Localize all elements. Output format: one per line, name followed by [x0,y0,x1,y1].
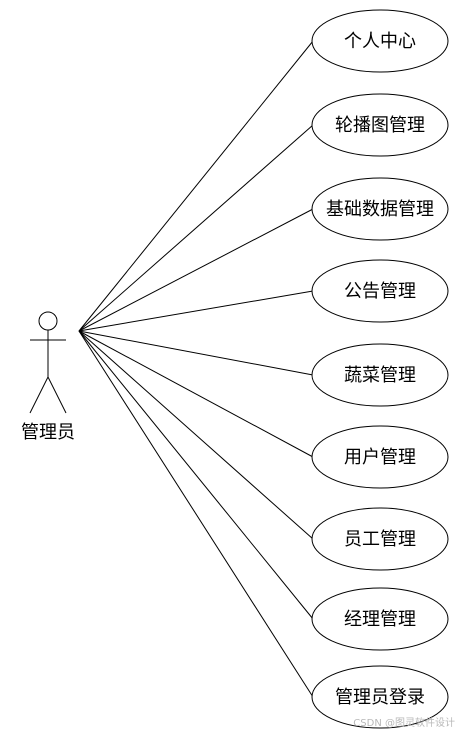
association-line-2 [78,124,314,332]
use-case-label: 员工管理 [344,529,416,550]
use-case-label: 基础数据管理 [326,199,434,220]
use-case-announcement-management[interactable]: 公告管理 [311,259,449,323]
watermark: CSDN @图灵软件设计 [353,716,455,729]
use-case-personal-center[interactable]: 个人中心 [311,9,449,73]
association-line-9 [78,330,314,698]
actor-head [38,311,58,331]
use-case-carousel-management[interactable]: 轮播图管理 [311,93,449,157]
use-case-label: 蔬菜管理 [344,365,416,386]
use-case-vegetable-management[interactable]: 蔬菜管理 [311,343,449,407]
association-lines [78,40,314,698]
use-case-label: 公告管理 [344,281,416,302]
use-case-label: 用户管理 [344,447,416,468]
association-line-3 [78,208,314,332]
use-case-label: 个人中心 [344,31,416,52]
use-case-admin-login[interactable]: 管理员登录 [311,665,449,729]
use-case-label: 轮播图管理 [335,115,425,136]
association-line-8 [78,330,314,620]
actor-label: 管理员 [21,422,75,443]
use-case-employee-management[interactable]: 员工管理 [311,507,449,571]
use-case-manager-management[interactable]: 经理管理 [311,587,449,651]
association-line-1 [78,40,314,332]
actor-left-leg [29,376,49,414]
actor-admin [29,311,67,414]
association-line-5 [78,330,314,376]
use-case-label: 管理员登录 [335,687,425,708]
use-case-user-management[interactable]: 用户管理 [311,425,449,489]
actor-right-leg [47,376,67,414]
use-case-basic-data-management[interactable]: 基础数据管理 [311,177,449,241]
association-line-4 [78,290,314,332]
association-line-7 [78,330,314,540]
association-line-6 [78,330,314,458]
use-case-label: 经理管理 [344,609,416,630]
